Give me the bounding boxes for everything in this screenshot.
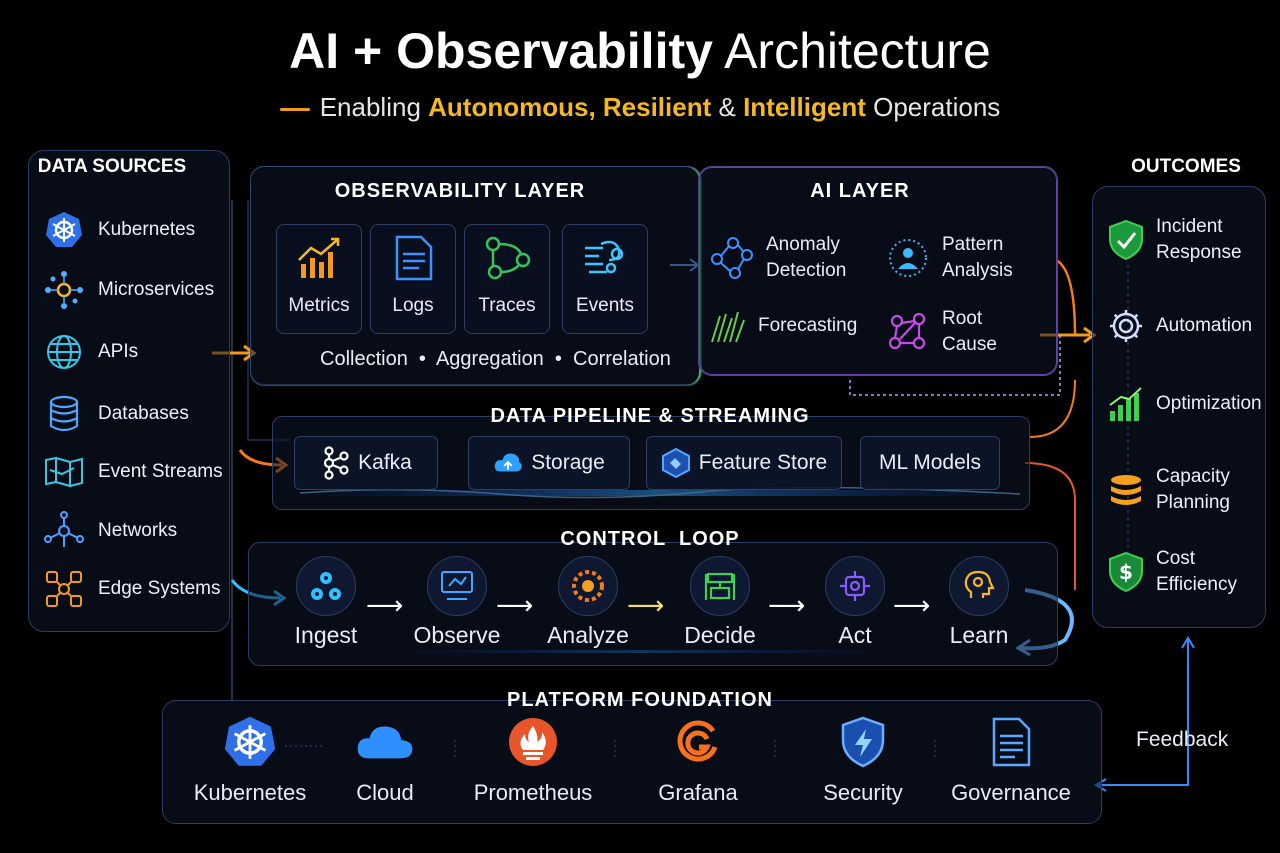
platform-cloud[interactable]: Cloud <box>310 712 460 806</box>
forecast-icon <box>708 302 748 350</box>
feature-store-icon <box>661 447 691 479</box>
loop-learn[interactable]: Learn <box>924 556 1034 649</box>
loop-arrow: ⟶ <box>366 590 404 620</box>
kafka-box[interactable]: Kafka <box>294 436 438 490</box>
platform-panel <box>162 700 1102 824</box>
learn-icon <box>949 556 1009 616</box>
gear-icon <box>1106 306 1146 346</box>
platform-security[interactable]: Security <box>788 712 938 806</box>
monitor-icon <box>427 556 487 616</box>
platform-prometheus[interactable]: Prometheus <box>458 712 608 806</box>
microservices-icon <box>44 270 84 310</box>
observability-title: OBSERVABILITY LAYER <box>334 180 586 202</box>
grafana-icon <box>668 712 728 772</box>
outcome-cost-efficiency[interactable]: $ Cost Efficiency <box>1106 546 1256 598</box>
source-kubernetes[interactable]: Kubernetes <box>44 210 195 250</box>
ml-models-box[interactable]: ML Models <box>860 436 1000 490</box>
outcome-capacity-planning[interactable]: Capacity Planning <box>1106 464 1256 516</box>
events-icon <box>580 233 630 283</box>
cloud-icon <box>355 712 415 772</box>
control-loop-title: CONTROL LOOP <box>560 528 740 550</box>
source-databases[interactable]: Databases <box>44 394 189 434</box>
prometheus-icon <box>503 712 563 772</box>
globe-icon <box>44 332 84 372</box>
source-networks[interactable]: Networks <box>44 511 177 551</box>
source-apis[interactable]: APIs <box>44 332 138 372</box>
traces-card[interactable]: Traces <box>464 224 550 334</box>
page-subtitle: Enabling Autonomous, Resilient & Intelli… <box>0 92 1280 123</box>
trace-icon <box>482 233 532 283</box>
database-icon <box>44 394 84 434</box>
platform-kubernetes[interactable]: Kubernetes <box>175 712 325 806</box>
ai-layer-panel <box>698 166 1058 376</box>
storage-box[interactable]: Storage <box>468 436 630 490</box>
source-edge-systems[interactable]: Edge Systems <box>44 569 221 609</box>
feature-store-box[interactable]: Feature Store <box>646 436 842 490</box>
pattern-analysis[interactable]: Pattern Analysis <box>884 232 1032 284</box>
events-card[interactable]: Events <box>562 224 648 334</box>
security-icon <box>833 712 893 772</box>
anomaly-icon <box>708 234 756 282</box>
feedback-label: Feedback <box>1136 728 1229 751</box>
shield-icon <box>1106 219 1146 261</box>
edge-icon <box>44 569 84 609</box>
loop-arrow: ⟶ <box>768 590 806 620</box>
dollar-icon: $ <box>1106 551 1146 593</box>
analyze-icon <box>558 556 618 616</box>
governance-icon <box>981 712 1041 772</box>
platform-title: PLATFORM FOUNDATION <box>506 689 773 711</box>
kafka-icon <box>320 446 350 480</box>
act-icon <box>825 556 885 616</box>
forecasting[interactable]: Forecasting <box>708 302 857 350</box>
platform-grafana[interactable]: Grafana <box>623 712 773 806</box>
loop-decide[interactable]: Decide <box>665 556 775 649</box>
platform-governance[interactable]: Governance <box>936 712 1086 806</box>
loop-arrow: ⟶ <box>627 590 665 620</box>
outcomes-title: OUTCOMES <box>1131 156 1241 177</box>
kubernetes-icon <box>44 210 84 250</box>
event-stream-icon <box>44 452 84 492</box>
outcome-automation[interactable]: Automation <box>1106 306 1252 346</box>
observability-footer: Collection • Aggregation • Correlation <box>320 348 671 370</box>
logs-card[interactable]: Logs <box>370 224 456 334</box>
pipeline-title: DATA PIPELINE & STREAMING <box>490 405 810 427</box>
source-microservices[interactable]: Microservices <box>44 270 214 310</box>
document-icon <box>388 233 438 283</box>
svg-text:$: $ <box>1119 560 1133 584</box>
outcome-optimization[interactable]: Optimization <box>1106 384 1262 424</box>
control-loop-panel <box>248 542 1058 666</box>
metrics-card[interactable]: Metrics <box>276 224 362 334</box>
loop-arrow: ⟶ <box>496 590 534 620</box>
outcome-incident-response[interactable]: Incident Response <box>1106 214 1256 266</box>
network-icon <box>44 511 84 551</box>
decide-icon <box>690 556 750 616</box>
ingest-icon <box>296 556 356 616</box>
root-cause-icon <box>884 308 932 356</box>
loop-ingest[interactable]: Ingest <box>271 556 381 649</box>
ai-layer-title: AI LAYER <box>810 180 910 202</box>
kubernetes-icon <box>220 712 280 772</box>
root-cause[interactable]: Root Cause <box>884 306 1022 358</box>
loop-arrow: ⟶ <box>893 590 931 620</box>
data-sources-title: DATA SOURCES <box>37 156 187 177</box>
loop-act[interactable]: Act <box>800 556 910 649</box>
layers-icon <box>1106 470 1146 510</box>
anomaly-detection[interactable]: Anomaly Detection <box>708 232 866 284</box>
source-event-streams[interactable]: Event Streams <box>44 452 223 492</box>
loop-observe[interactable]: Observe <box>402 556 512 649</box>
page-title: AI + Observability Architecture <box>289 23 991 79</box>
pattern-icon <box>884 234 932 282</box>
storage-icon <box>493 448 523 478</box>
growth-icon <box>1106 384 1146 424</box>
chart-icon <box>294 233 344 283</box>
loop-analyze[interactable]: Analyze <box>533 556 643 649</box>
